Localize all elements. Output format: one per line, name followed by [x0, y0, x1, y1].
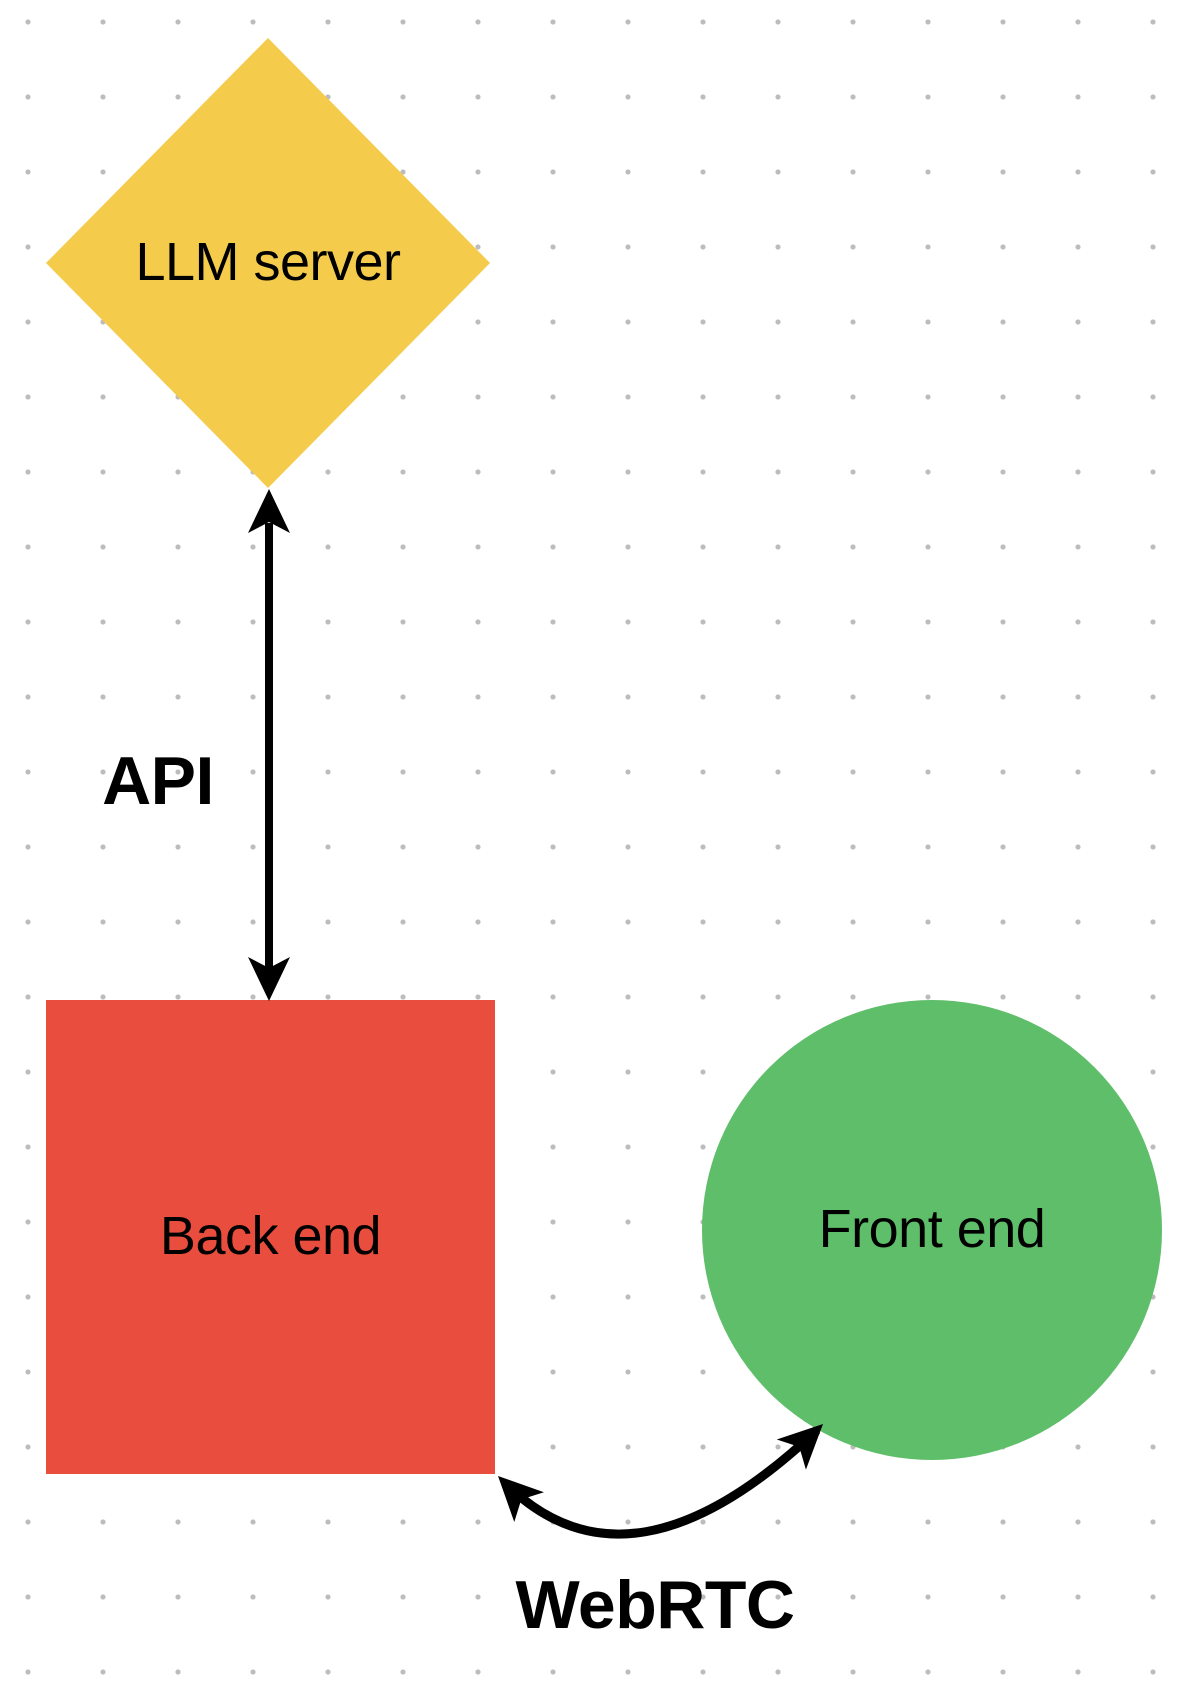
- connector-api[interactable]: [248, 489, 290, 1001]
- arrowhead-upright-icon: [776, 1424, 823, 1470]
- connector-label-webrtc[interactable]: WebRTC: [515, 1567, 795, 1643]
- node-back-end[interactable]: Back end: [46, 1000, 495, 1474]
- node-back-end-label: Back end: [159, 1206, 382, 1267]
- connector-label-api[interactable]: API: [102, 743, 214, 819]
- node-front-end[interactable]: Front end: [702, 1000, 1162, 1460]
- arrowhead-up-icon: [248, 489, 290, 533]
- node-front-end-label: Front end: [818, 1199, 1046, 1260]
- connector-webrtc[interactable]: [483, 1409, 837, 1539]
- node-llm-server-label: LLM server: [135, 232, 401, 293]
- arrowhead-upleft-icon: [498, 1476, 544, 1522]
- arrowhead-down-icon: [248, 957, 290, 1001]
- connector-webrtc-shaft: [501, 1426, 821, 1539]
